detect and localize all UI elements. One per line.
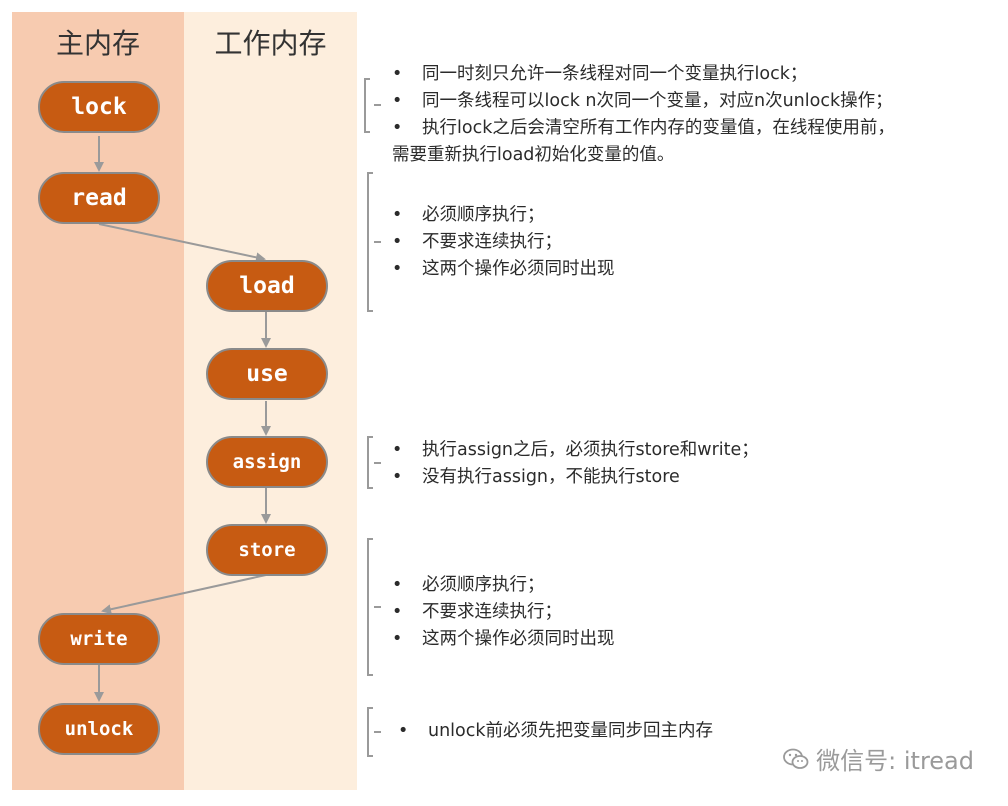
bracket-assign-tick — [374, 462, 381, 464]
node-write: write — [38, 613, 160, 665]
watermark-text: 微信号: itread — [816, 747, 974, 775]
note-assign: •执行assign之后，必须执行store和write； •没有执行assign… — [392, 437, 759, 491]
note-lock-item: •同一条线程可以lock n次同一个变量，对应n次unlock操作； — [392, 91, 893, 111]
node-assign: assign — [206, 436, 328, 488]
node-load: load — [206, 260, 328, 312]
note-lock-item: •同一时刻只允许一条线程对同一个变量执行lock； — [392, 64, 808, 84]
note-store-write-item: •必须顺序执行； — [392, 575, 545, 595]
main-memory-title: 主内存 — [55, 27, 140, 60]
bracket-read-load — [367, 172, 373, 312]
bracket-assign — [367, 436, 373, 489]
wechat-icon — [783, 748, 809, 769]
arrow-read-load — [98, 223, 266, 263]
bracket-lock — [364, 78, 370, 133]
note-read-load-item: •这两个操作必须同时出现 — [392, 259, 615, 279]
note-read-load: •必须顺序执行； •不要求连续执行； •这两个操作必须同时出现 — [392, 202, 615, 283]
bracket-lock-tick — [374, 104, 381, 106]
node-unlock: unlock — [38, 703, 160, 755]
bracket-store-write-tick — [374, 606, 381, 608]
note-lock-continuation: 需要重新执行load初始化变量的值。 — [392, 145, 675, 165]
bracket-unlock — [367, 707, 373, 757]
node-read: read — [38, 172, 160, 224]
note-lock: •同一时刻只允许一条线程对同一个变量执行lock； •同一条线程可以lock n… — [392, 61, 895, 169]
node-lock: lock — [38, 81, 160, 133]
bracket-unlock-tick — [374, 731, 381, 733]
note-store-write-item: •这两个操作必须同时出现 — [392, 629, 615, 649]
watermark: 微信号: itread — [782, 741, 974, 776]
work-memory-title: 工作内存 — [214, 27, 327, 60]
note-assign-item: •没有执行assign，不能执行store — [392, 467, 680, 487]
bracket-read-load-tick — [374, 241, 381, 243]
node-store: store — [206, 524, 328, 576]
note-unlock: •unlock前必须先把变量同步回主内存 — [398, 718, 713, 745]
note-store-write: •必须顺序执行； •不要求连续执行； •这两个操作必须同时出现 — [392, 572, 615, 653]
note-store-write-item: •不要求连续执行； — [392, 602, 562, 622]
note-assign-item: •执行assign之后，必须执行store和write； — [392, 440, 759, 460]
note-read-load-item: •必须顺序执行； — [392, 205, 545, 225]
note-lock-item: •执行lock之后会清空所有工作内存的变量值，在线程使用前， — [392, 118, 895, 138]
note-unlock-item: •unlock前必须先把变量同步回主内存 — [398, 721, 714, 741]
bracket-store-write — [367, 538, 373, 676]
work-memory-lane: 工作内存 — [184, 12, 357, 790]
node-use: use — [206, 348, 328, 400]
arrow-store-write — [101, 574, 267, 615]
note-read-load-item: •不要求连续执行； — [392, 232, 562, 252]
